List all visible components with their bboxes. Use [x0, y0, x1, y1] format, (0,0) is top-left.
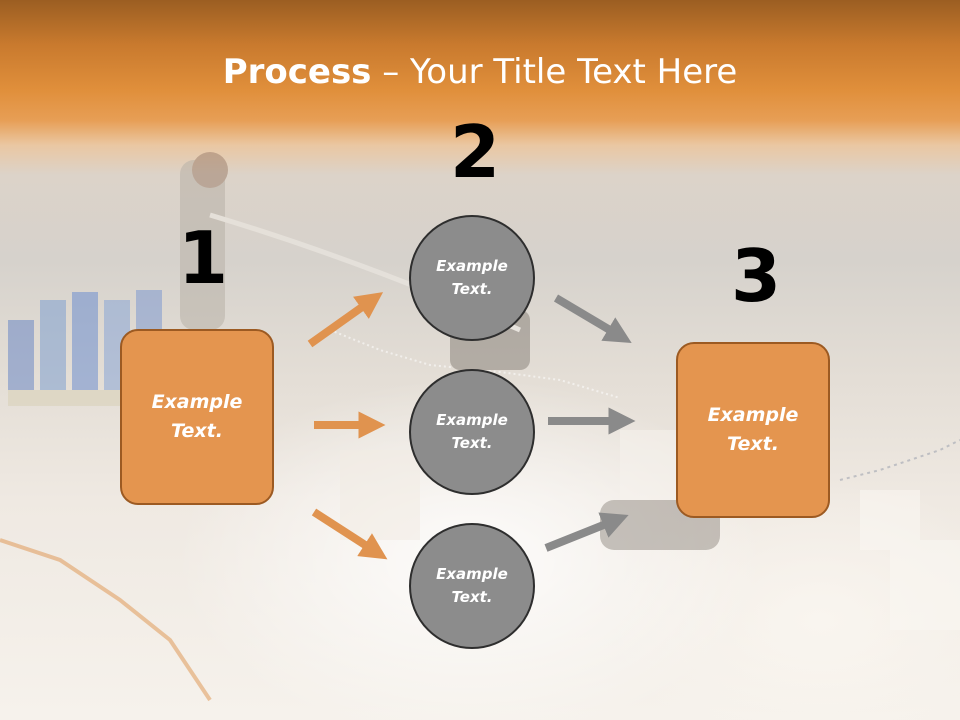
middle-circle-top: Example Text. [409, 215, 535, 341]
start-box: Example Text. [120, 329, 274, 505]
middle-circle-top-label: Example Text. [436, 257, 508, 298]
step-number-1: 1 [178, 216, 229, 300]
arrow-start-to-top [307, 292, 384, 348]
title-rest: – Your Title Text Here [371, 52, 738, 92]
background-blocks [340, 430, 960, 630]
start-box-label: Example Text. [151, 391, 243, 442]
middle-circle-bottom: Example Text. [409, 523, 535, 649]
end-box: Example Text. [676, 342, 830, 518]
arrow-bottom-to-end [544, 512, 629, 552]
middle-circle-center: Example Text. [409, 369, 535, 495]
arrow-top-to-end [553, 294, 632, 343]
middle-circle-bottom-label: Example Text. [436, 565, 508, 606]
slide-title: Process – Your Title Text Here [0, 52, 960, 92]
arrow-start-to-bottom [311, 508, 388, 560]
end-box-label: Example Text. [707, 404, 799, 455]
title-bold: Process [222, 52, 372, 92]
step-number-2: 2 [450, 110, 501, 194]
step-number-3: 3 [731, 234, 782, 318]
middle-circle-center-label: Example Text. [436, 411, 508, 452]
